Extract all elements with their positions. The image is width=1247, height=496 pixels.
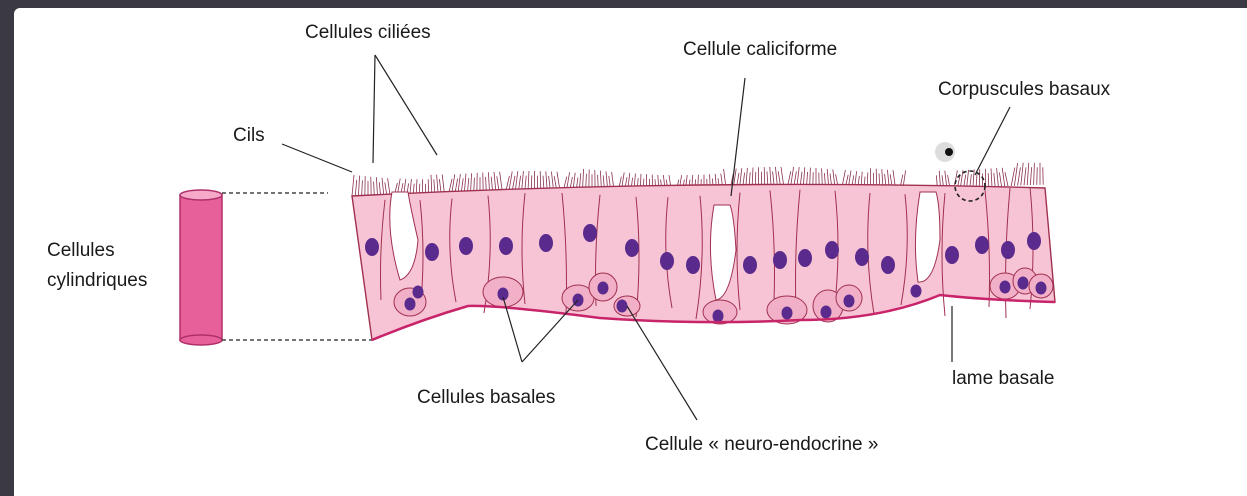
cilium (1002, 168, 1005, 187)
nucleus (825, 241, 839, 259)
cilium (1014, 163, 1017, 186)
nucleus (583, 224, 597, 242)
cilium (352, 175, 354, 196)
label-cellules-cylindriques-line1: Cellules (47, 240, 115, 261)
nucleus (499, 237, 513, 255)
nucleus (911, 285, 922, 298)
nucleus (617, 300, 628, 313)
cilium (994, 173, 995, 187)
cilium (988, 173, 989, 188)
label-cellule-caliciforme: Cellule caliciforme (683, 39, 837, 60)
nucleus (413, 286, 424, 299)
nucleus (405, 298, 416, 311)
label-cellule-neuro-endocrine: Cellule « neuro-endocrine » (645, 434, 878, 455)
cilium (1027, 163, 1029, 185)
nucleus (881, 256, 895, 274)
label-cellules-basales: Cellules basales (417, 387, 555, 408)
nucleus (625, 239, 639, 257)
cilium (1021, 163, 1023, 186)
nucleus (782, 307, 793, 320)
label-lame-basale: lame basale (952, 368, 1054, 389)
cilium (362, 180, 363, 196)
cylinder-icon (180, 190, 222, 345)
nucleus (539, 234, 553, 252)
cilium (1005, 172, 1008, 186)
nucleus (798, 249, 812, 267)
label-cellules-ciliees: Cellules ciliées (305, 22, 431, 43)
nucleus (686, 256, 700, 274)
nucleus (975, 236, 989, 254)
basal-body-dot (945, 148, 953, 156)
nucleus (660, 252, 674, 270)
nucleus (1001, 241, 1015, 259)
cilium (355, 180, 357, 196)
nucleus (773, 251, 787, 269)
cilium (999, 172, 1001, 186)
cilium (979, 169, 980, 188)
cilium (997, 168, 999, 187)
label-corpuscules-basaux: Corpuscules basaux (938, 79, 1111, 100)
nucleus (945, 246, 959, 264)
label-cils: Cils (233, 125, 265, 146)
cilium (1018, 167, 1021, 185)
nucleus (365, 238, 379, 256)
nucleus (821, 306, 832, 319)
nucleus (1000, 281, 1011, 294)
nucleus (1027, 232, 1041, 250)
cilium (991, 168, 992, 187)
cilium (1030, 167, 1031, 185)
nucleus (425, 243, 439, 261)
cilium (1024, 167, 1026, 185)
nucleus (855, 248, 869, 266)
nucleus (459, 237, 473, 255)
nucleus (713, 310, 724, 323)
nucleus (844, 295, 855, 308)
cilium (1034, 163, 1035, 185)
nucleus (1018, 277, 1029, 290)
cilium (1011, 168, 1015, 186)
nucleus (1036, 282, 1047, 295)
label-cellules-cylindriques-line2: cylindriques (47, 270, 147, 291)
nucleus (598, 282, 609, 295)
cilium (358, 176, 359, 197)
nucleus (743, 256, 757, 274)
